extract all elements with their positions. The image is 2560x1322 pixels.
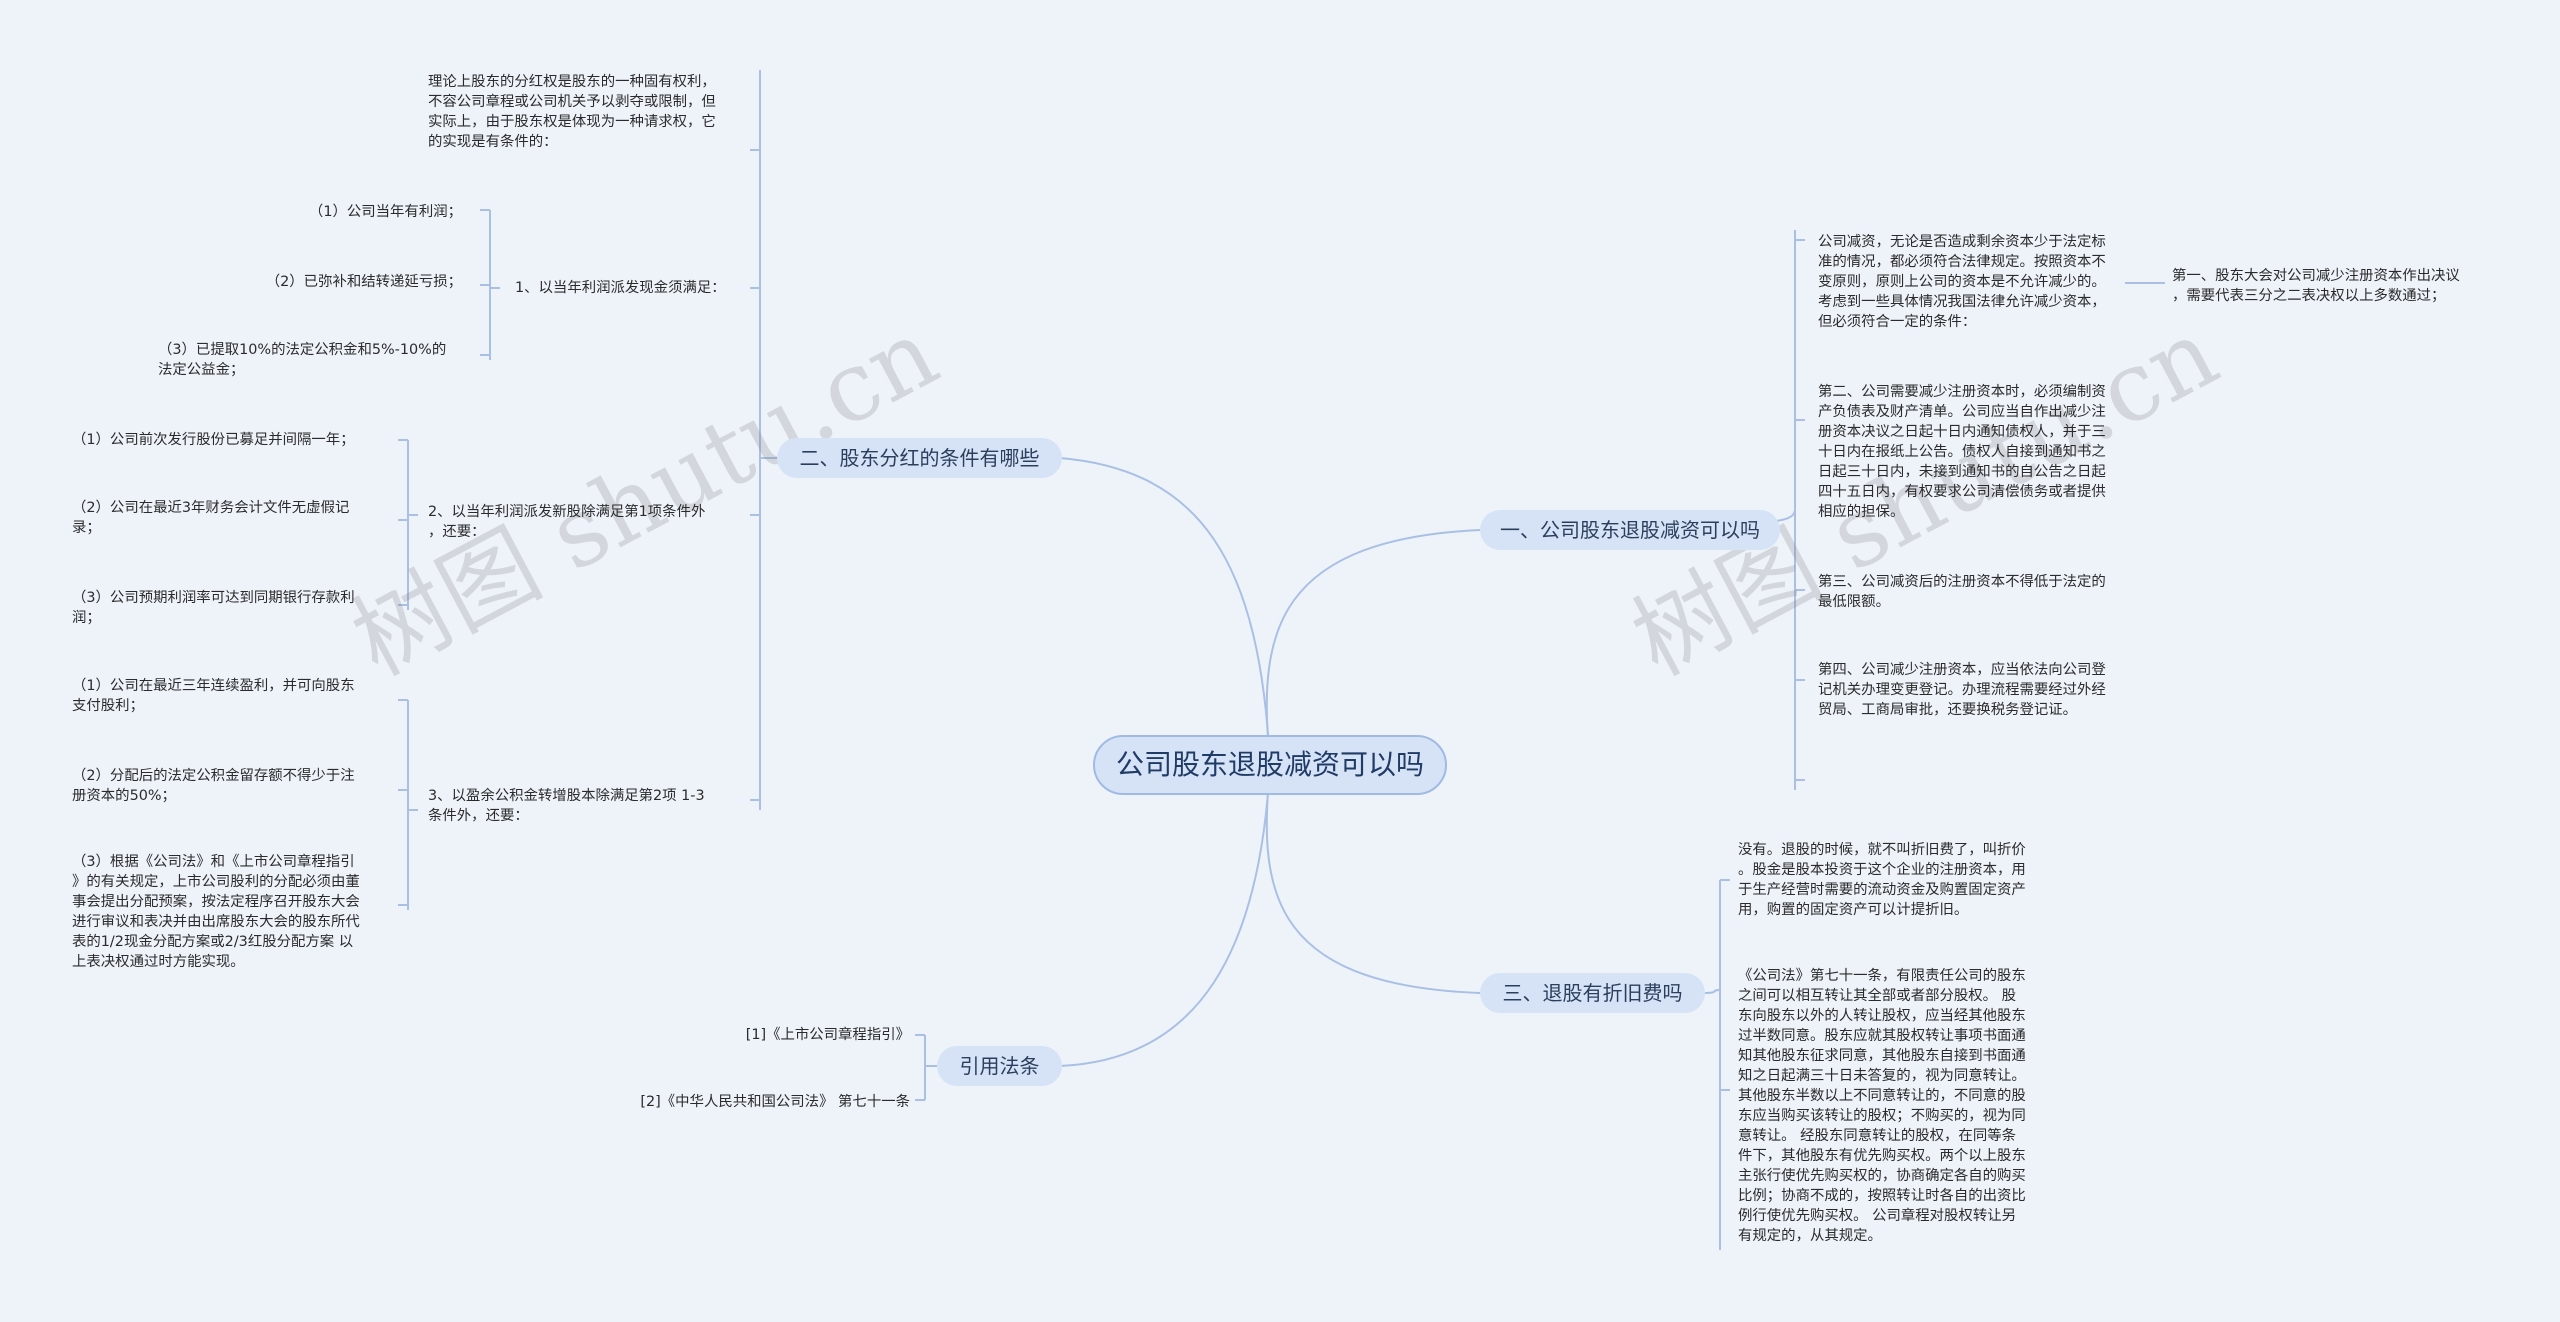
b2-cond-2: 2、以当年利润派发新股除满足第1项条件外 ，还要： (428, 504, 706, 540)
branch-b2[interactable]: 二、股东分红的条件有哪些 (777, 438, 1062, 478)
b2-cond-3-item-1: （1）公司在最近三年连续盈利，并可向股东 支付股利； (72, 678, 355, 714)
b2-cond-1-item-1: （1）公司当年有利润； (308, 204, 462, 220)
b1-leaf-1a: 第一、股东大会对公司减少注册资本作出决议 ，需要代表三分之二表决权以上多数通过； (2172, 268, 2460, 304)
b2-cond-2-item-2: （2）公司在最近3年财务会计文件无虚假记 录； (72, 500, 350, 536)
b3-leaf-2: 《公司法》第七十一条，有限责任公司的股东 之间可以相互转让其全部或者部分股权。 … (1738, 968, 2026, 1244)
b2-intro: 理论上股东的分红权是股东的一种固有权利， 不容公司章程或公司机关予以剥夺或限制，… (428, 74, 716, 150)
b2-cond-3: 3、以盈余公积金转增股本除满足第2项 1-3 条件外，还要： (428, 788, 705, 824)
b1-leaf-4: 第四、公司减少注册资本，应当依法向公司登 记机关办理变更登记。办理流程需要经过外… (1818, 662, 2106, 718)
b2-cond-1-item-3: （3）已提取10%的法定公积金和5%-10%的 法定公益金； (158, 342, 447, 378)
b2-cond-3-item-2: （2）分配后的法定公积金留存额不得少于注 册资本的50%； (72, 768, 355, 804)
branch-b4[interactable]: 引用法条 (937, 1046, 1062, 1086)
b2-cond-2-item-1: （1）公司前次发行股份已募足并间隔一年； (72, 432, 355, 448)
b2-cond-1: 1、以当年利润派发现金须满足： (515, 280, 726, 296)
b1-leaf-1: 公司减资，无论是否造成剩余资本少于法定标 准的情况，都必须符合法律规定。按照资本… (1818, 234, 2106, 330)
b4-ref-2: [2]《中华人民共和国公司法》 第七十一条 (640, 1094, 910, 1110)
b2-cond-3-item-3: （3）根据《公司法》和《上市公司章程指引 》的有关规定，上市公司股利的分配必须由… (72, 854, 360, 970)
branch-b1[interactable]: 一、公司股东退股减资可以吗 (1480, 510, 1780, 550)
b2-cond-2-item-3: （3）公司预期利润率可达到同期银行存款利 润； (72, 590, 355, 626)
b2-cond-1-item-2: （2）已弥补和结转递延亏损； (265, 274, 462, 290)
b1-leaf-3: 第三、公司减资后的注册资本不得低于法定的 最低限额。 (1818, 574, 2106, 610)
b3-leaf-1: 没有。退股的时候，就不叫折旧费了，叫折价 。股金是股本投资于这个企业的注册资本，… (1738, 842, 2026, 918)
branch-b3[interactable]: 三、退股有折旧费吗 (1480, 973, 1705, 1013)
root-topic[interactable]: 公司股东退股减资可以吗 (1093, 735, 1447, 795)
b1-leaf-2: 第二、公司需要减少注册资本时，必须编制资 产负债表及财产清单。公司应当自作出减少… (1818, 384, 2106, 520)
b4-ref-1: [1]《上市公司章程指引》 (745, 1027, 910, 1043)
